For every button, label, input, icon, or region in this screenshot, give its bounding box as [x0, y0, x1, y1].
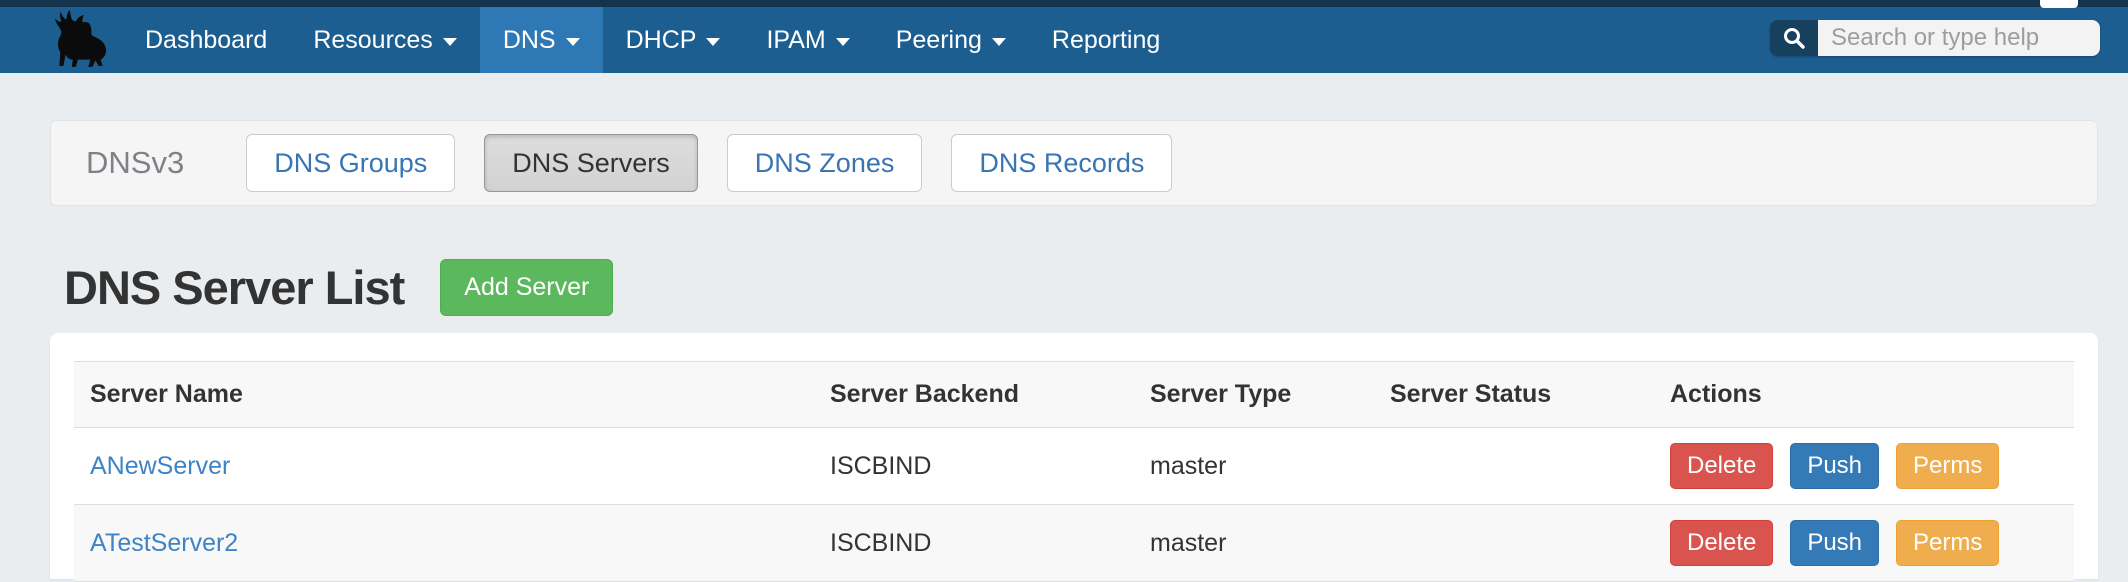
col-server-type: Server Type	[1134, 361, 1374, 428]
module-title: DNSv3	[86, 145, 185, 180]
chevron-down-icon	[991, 38, 1006, 46]
server-name-link[interactable]: ATestServer2	[90, 528, 239, 557]
server-type-cell: master	[1134, 504, 1374, 582]
col-actions: Actions	[1654, 361, 2074, 428]
chevron-down-icon	[565, 38, 580, 46]
moose-logo	[55, 10, 107, 67]
page-title: DNS Server List	[64, 260, 405, 314]
server-table: Server Name Server Backend Server Type S…	[74, 361, 2074, 582]
nav-label: DHCP	[625, 25, 697, 54]
col-server-status: Server Status	[1374, 361, 1654, 428]
nav-label: IPAM	[766, 25, 826, 54]
perms-button[interactable]: Perms	[1895, 520, 2000, 566]
chevron-down-icon	[706, 38, 721, 46]
server-status-cell	[1374, 504, 1654, 582]
nav-item-dashboard[interactable]: Dashboard	[122, 7, 290, 73]
global-search	[1770, 20, 2100, 56]
delete-button[interactable]: Delete	[1670, 443, 1774, 489]
nav-item-ipam[interactable]: IPAM	[743, 7, 872, 73]
nav-label: DNS	[502, 25, 556, 54]
server-backend-cell: ISCBIND	[814, 427, 1134, 505]
chevron-down-icon	[442, 38, 457, 46]
add-server-button[interactable]: Add Server	[440, 258, 614, 316]
top-edge-strip	[0, 0, 2128, 7]
server-backend-cell: ISCBIND	[814, 504, 1134, 582]
delete-button[interactable]: Delete	[1670, 520, 1774, 566]
page-heading-row: DNS Server List Add Server	[64, 250, 614, 324]
search-input[interactable]	[1818, 20, 2100, 56]
nav-item-dhcp[interactable]: DHCP	[603, 7, 744, 73]
tab-dns-records[interactable]: DNS Records	[951, 134, 1173, 192]
tab-dns-servers[interactable]: DNS Servers	[484, 134, 698, 192]
tab-dns-groups[interactable]: DNS Groups	[246, 134, 456, 192]
push-button[interactable]: Push	[1790, 443, 1880, 489]
server-name-link[interactable]: ANewServer	[90, 451, 231, 480]
perms-button[interactable]: Perms	[1895, 443, 2000, 489]
nav-item-peering[interactable]: Peering	[873, 7, 1029, 73]
nav-label: Peering	[895, 25, 982, 54]
server-status-cell	[1374, 427, 1654, 505]
top-navbar: Dashboard Resources DNS DHCP IPAM Peerin…	[0, 0, 2128, 73]
table-row: ATestServer2 ISCBIND master Delete Push …	[74, 504, 2074, 582]
nav-label: Resources	[313, 25, 433, 54]
nav-label: Dashboard	[145, 25, 268, 54]
search-icon-box	[1770, 20, 1818, 56]
dns-module-bar: DNSv3 DNS Groups DNS Servers DNS Zones D…	[50, 120, 2098, 206]
nav-label: Reporting	[1051, 25, 1161, 54]
tab-dns-zones[interactable]: DNS Zones	[726, 134, 923, 192]
server-type-cell: master	[1134, 427, 1374, 505]
server-list-card: Server Name Server Backend Server Type S…	[50, 333, 2098, 582]
top-right-fragment	[2040, 0, 2078, 8]
nav-item-dns[interactable]: DNS	[479, 7, 603, 73]
nav-item-resources[interactable]: Resources	[290, 7, 480, 73]
main-nav: Dashboard Resources DNS DHCP IPAM Peerin…	[122, 7, 1183, 73]
col-server-name: Server Name	[74, 361, 814, 428]
col-server-backend: Server Backend	[814, 361, 1134, 428]
push-button[interactable]: Push	[1790, 520, 1880, 566]
chevron-down-icon	[835, 38, 850, 46]
nav-item-reporting[interactable]: Reporting	[1029, 7, 1183, 73]
table-header-row: Server Name Server Backend Server Type S…	[74, 361, 2074, 428]
search-icon	[1784, 28, 1805, 49]
table-row: ANewServer ISCBIND master Delete Push Pe…	[74, 427, 2074, 505]
